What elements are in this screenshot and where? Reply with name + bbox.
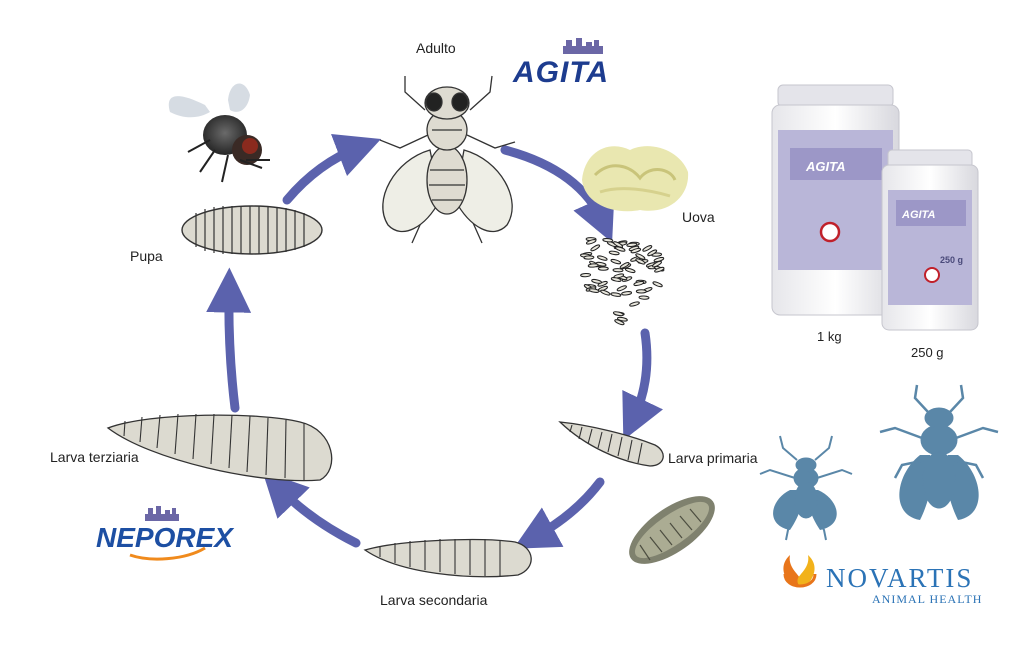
novartis-division: ANIMAL HEALTH xyxy=(872,592,983,606)
agita-logo: AGITA xyxy=(513,56,610,89)
egg xyxy=(608,250,620,256)
pupa-illustration xyxy=(181,205,323,255)
egg xyxy=(580,272,592,278)
egg xyxy=(633,281,645,286)
egg xyxy=(588,288,600,293)
label-weight-1kg: 1 kg xyxy=(817,329,842,344)
novartis-name: NOVARTIS xyxy=(826,563,974,593)
label-pupa: Pupa xyxy=(130,248,163,264)
egg xyxy=(621,291,633,296)
egg xyxy=(629,301,640,307)
egg xyxy=(600,289,611,296)
egg xyxy=(613,241,623,248)
egg xyxy=(587,263,599,268)
egg xyxy=(624,267,636,273)
agita-logo-emblem xyxy=(563,38,603,54)
arrow-pupa-to-adult xyxy=(282,133,382,205)
egg xyxy=(590,244,601,252)
fly-silhouette-small xyxy=(759,435,853,541)
egg xyxy=(597,280,608,287)
egg xyxy=(642,245,653,252)
egg xyxy=(635,289,647,294)
jar-large-brand: AGITA xyxy=(805,159,845,174)
agita-jar-small: AGITA 250 g xyxy=(881,149,979,331)
arrow-adult-to-eggs xyxy=(500,145,615,243)
arrow-eggs-to-larva-primary xyxy=(622,328,663,441)
egg xyxy=(610,292,622,297)
eggs-photo xyxy=(582,146,689,212)
label-larva-tertiary: Larva terziaria xyxy=(50,449,139,465)
arrow-larva-primary-to-secondary xyxy=(513,477,605,549)
egg xyxy=(654,266,665,273)
fly-silhouette-large xyxy=(879,384,999,520)
adult-fly-illustration xyxy=(379,75,516,244)
egg xyxy=(652,260,662,268)
agita-jar-large: AGITA xyxy=(771,84,900,316)
egg xyxy=(610,277,622,282)
label-adult: Adulto xyxy=(416,40,456,56)
egg xyxy=(583,255,595,260)
egg xyxy=(602,238,614,243)
eggs-cluster-illustration xyxy=(580,237,665,326)
label-weight-250g: 250 g xyxy=(911,345,944,360)
egg xyxy=(585,239,597,245)
neporex-logo-swoosh xyxy=(129,546,206,561)
jar-small-weight-print: 250 g xyxy=(940,255,963,265)
egg xyxy=(626,242,638,247)
label-larva-primary: Larva primaria xyxy=(668,450,758,466)
egg xyxy=(635,253,646,260)
egg xyxy=(619,262,630,269)
egg xyxy=(652,281,663,288)
arrow-secondary-to-tertiary xyxy=(262,470,361,548)
label-eggs: Uova xyxy=(682,209,715,225)
larva-photo xyxy=(629,496,715,564)
egg xyxy=(610,258,622,265)
egg xyxy=(616,316,628,322)
egg xyxy=(635,258,646,265)
egg xyxy=(597,266,609,271)
jar-small-brand: AGITA xyxy=(901,209,935,221)
arrow-tertiary-to-pupa xyxy=(206,267,252,413)
egg xyxy=(612,268,624,273)
larva-secondary-illustration xyxy=(363,538,532,578)
egg xyxy=(596,255,608,261)
egg xyxy=(591,279,603,284)
novartis-logo-mark xyxy=(783,555,817,588)
label-larva-secondary: Larva secondaria xyxy=(380,592,488,608)
egg xyxy=(630,247,642,254)
egg xyxy=(647,249,658,257)
larva-primary-illustration xyxy=(558,421,664,467)
neporex-logo-emblem xyxy=(145,506,179,521)
cycle-arrows xyxy=(206,133,663,549)
egg xyxy=(616,285,627,292)
neporex-logo: NEPOREX xyxy=(96,522,233,553)
egg xyxy=(614,319,625,326)
egg xyxy=(638,295,650,300)
larva-tertiary-illustration xyxy=(106,413,333,482)
housefly-photo xyxy=(168,83,270,183)
egg xyxy=(612,311,624,317)
